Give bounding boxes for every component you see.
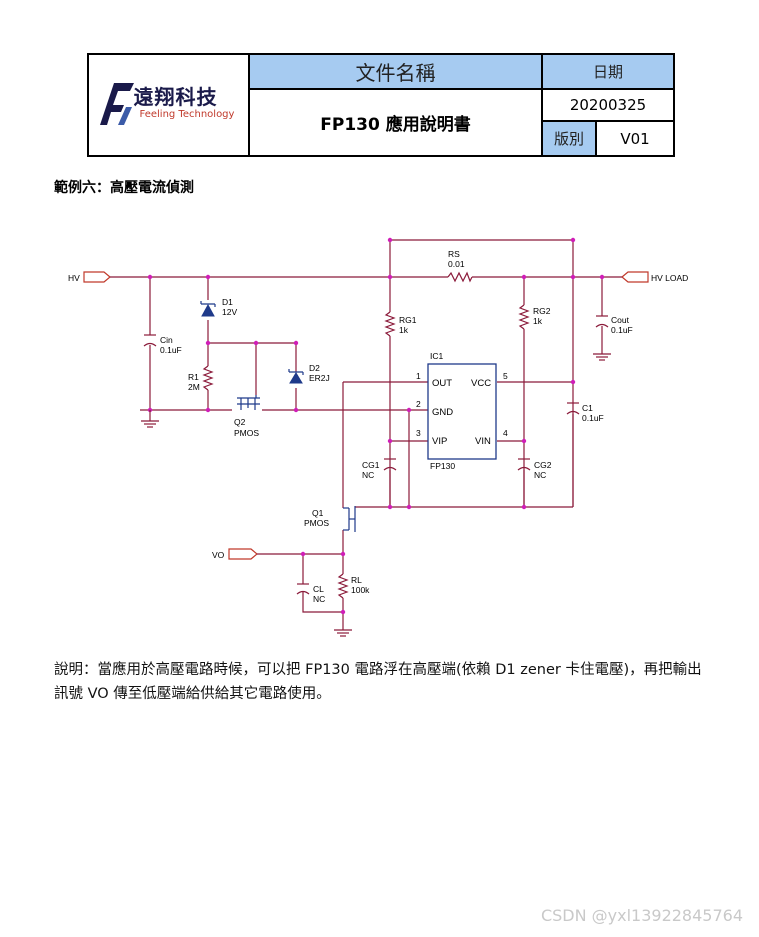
svg-text:5: 5 — [503, 371, 508, 381]
svg-text:VIP: VIP — [432, 436, 447, 447]
mosfet-q2: Q2 PMOS — [234, 395, 260, 438]
svg-text:RG1: RG1 — [399, 315, 417, 325]
document-header-table: 遠翔科技 Feeling Technology 文件名稱 FP130 應用說明書… — [87, 53, 675, 157]
svg-text:2: 2 — [416, 399, 421, 409]
svg-text:FP130: FP130 — [430, 461, 455, 471]
capacitor-cg1: CG1 NC — [362, 458, 397, 480]
date-value: 20200325 — [543, 90, 673, 122]
svg-text:HV LOAD: HV LOAD — [651, 273, 688, 283]
port-vo: VO — [212, 548, 258, 560]
svg-text:4: 4 — [503, 428, 508, 438]
capacitor-cg2: CG2 NC — [517, 458, 552, 480]
port-hv: HV — [68, 271, 111, 283]
feeling-logo-icon — [99, 83, 134, 125]
capacitor-cin: Cin 0.1uF — [141, 334, 182, 428]
svg-text:ER2J: ER2J — [309, 373, 330, 383]
svg-text:C1: C1 — [582, 403, 593, 413]
watermark: CSDN @yxl13922845764 — [540, 906, 743, 925]
svg-text:OUT: OUT — [432, 378, 452, 389]
doc-name-label: 文件名稱 — [250, 55, 543, 90]
svg-text:Cin: Cin — [160, 335, 173, 345]
svg-text:D2: D2 — [309, 363, 320, 373]
resistor-r1: R1 2M — [188, 365, 214, 392]
svg-text:R1: R1 — [188, 372, 199, 382]
svg-text:0.1uF: 0.1uF — [611, 325, 633, 335]
company-logo-cell: 遠翔科技 Feeling Technology — [89, 55, 250, 155]
resistor-rs: RS 0.01 — [447, 249, 473, 283]
svg-text:NC: NC — [362, 470, 374, 480]
svg-text:PMOS: PMOS — [234, 428, 259, 438]
svg-text:0.1uF: 0.1uF — [582, 413, 604, 423]
version-label: 版別 — [543, 122, 597, 155]
svg-text:100k: 100k — [351, 585, 370, 595]
zener-diode-d2: D2 ER2J — [288, 363, 330, 384]
circuit-schematic: HV HV LOAD VO — [68, 237, 688, 637]
svg-text:NC: NC — [534, 470, 546, 480]
capacitor-c1: C1 0.1uF — [566, 402, 604, 423]
ic-fp130: IC1 FP130 OUT GND VIP VCC VIN 1 2 3 4 5 — [416, 351, 508, 471]
resistor-rg2: RG2 1k — [518, 304, 551, 330]
svg-text:Q1: Q1 — [312, 508, 324, 518]
svg-text:0.01: 0.01 — [448, 259, 465, 269]
svg-text:0.1uF: 0.1uF — [160, 345, 182, 355]
zener-diode-d1: D1 12V — [200, 297, 237, 317]
svg-text:RS: RS — [448, 249, 460, 259]
svg-text:3: 3 — [416, 428, 421, 438]
svg-text:1k: 1k — [399, 325, 409, 335]
version-value: V01 — [620, 129, 650, 148]
svg-text:GND: GND — [432, 407, 453, 418]
resistor-rl: RL 100k — [334, 573, 370, 637]
svg-text:VO: VO — [212, 550, 225, 560]
wires — [110, 239, 622, 630]
svg-text:CG2: CG2 — [534, 460, 552, 470]
description-text: 說明：當應用於高壓電路時候，可以把 FP130 電路浮在高壓端(依賴 D1 ze… — [54, 662, 702, 702]
svg-text:12V: 12V — [222, 307, 237, 317]
resistor-rg1: RG1 1k — [384, 311, 417, 337]
port-hv-load: HV LOAD — [621, 271, 688, 283]
date-label: 日期 — [543, 55, 673, 90]
svg-text:NC: NC — [313, 594, 325, 604]
svg-text:IC1: IC1 — [430, 351, 444, 361]
svg-text:VIN: VIN — [475, 436, 491, 447]
junction-dots — [147, 237, 605, 615]
doc-name: FP130 應用說明書 — [250, 90, 543, 155]
svg-text:1k: 1k — [533, 316, 543, 326]
svg-text:2M: 2M — [188, 382, 200, 392]
svg-text:CL: CL — [313, 584, 324, 594]
svg-text:CG1: CG1 — [362, 460, 380, 470]
capacitor-cl: CL NC — [296, 583, 325, 604]
svg-text:RL: RL — [351, 575, 362, 585]
capacitor-cout: Cout 0.1uF — [593, 315, 633, 361]
svg-text:RG2: RG2 — [533, 306, 551, 316]
logo-english-name: Feeling Technology — [139, 109, 235, 120]
svg-text:1: 1 — [416, 371, 421, 381]
svg-text:PMOS: PMOS — [304, 518, 329, 528]
section-title: 範例六：高壓電流偵測 — [54, 180, 194, 196]
svg-text:D1: D1 — [222, 297, 233, 307]
svg-text:HV: HV — [68, 273, 80, 283]
svg-text:Cout: Cout — [611, 315, 630, 325]
logo-chinese-name: 遠翔科技 — [133, 85, 218, 109]
company-logo: 遠翔科技 Feeling Technology — [94, 75, 244, 135]
svg-text:Q2: Q2 — [234, 417, 246, 427]
svg-text:VCC: VCC — [471, 378, 491, 389]
mosfet-q1: Q1 PMOS — [304, 506, 356, 532]
